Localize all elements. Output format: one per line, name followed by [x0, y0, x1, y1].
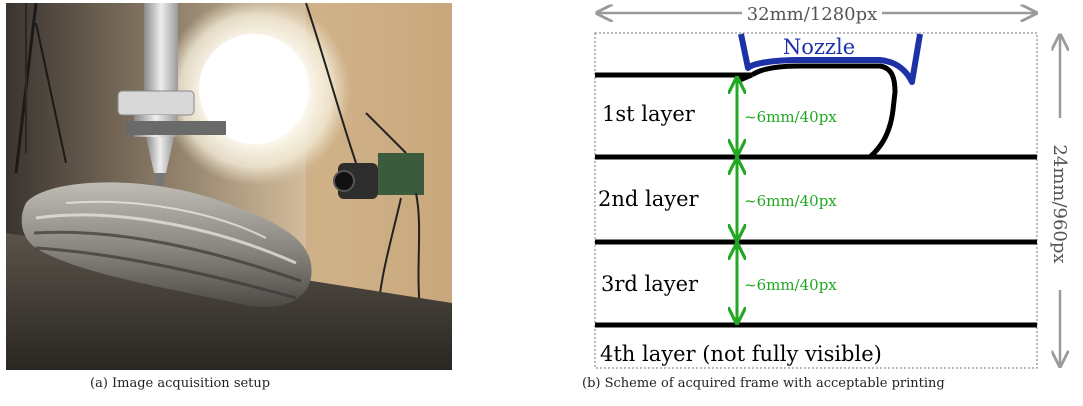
- acquisition-setup-photo: [6, 3, 452, 370]
- deposited-bead-outline: [750, 63, 898, 159]
- frame-border: [594, 32, 1038, 369]
- layer-3-label: 3rd layer: [601, 272, 699, 296]
- layer-3-spacing-label: ~6mm/40px: [744, 276, 837, 294]
- layer-1-spacing-label: ~6mm/40px: [744, 108, 837, 126]
- caption-a: (a) Image acquisition setup: [90, 376, 271, 391]
- nozzle-label: Nozzle: [783, 35, 855, 59]
- layer-2-label: 2nd layer: [598, 187, 700, 211]
- layer-1-label: 1st layer: [602, 102, 696, 126]
- width-label: 32mm/1280px: [747, 4, 878, 25]
- caption-b: (b) Scheme of acquired frame with accept…: [582, 376, 945, 391]
- layer-2-spacing-label: ~6mm/40px: [744, 192, 837, 210]
- nozzle-shape: [738, 33, 923, 85]
- layer-4-label: 4th layer (not fully visible): [600, 342, 882, 366]
- height-label: 24mm/960px: [1049, 144, 1070, 263]
